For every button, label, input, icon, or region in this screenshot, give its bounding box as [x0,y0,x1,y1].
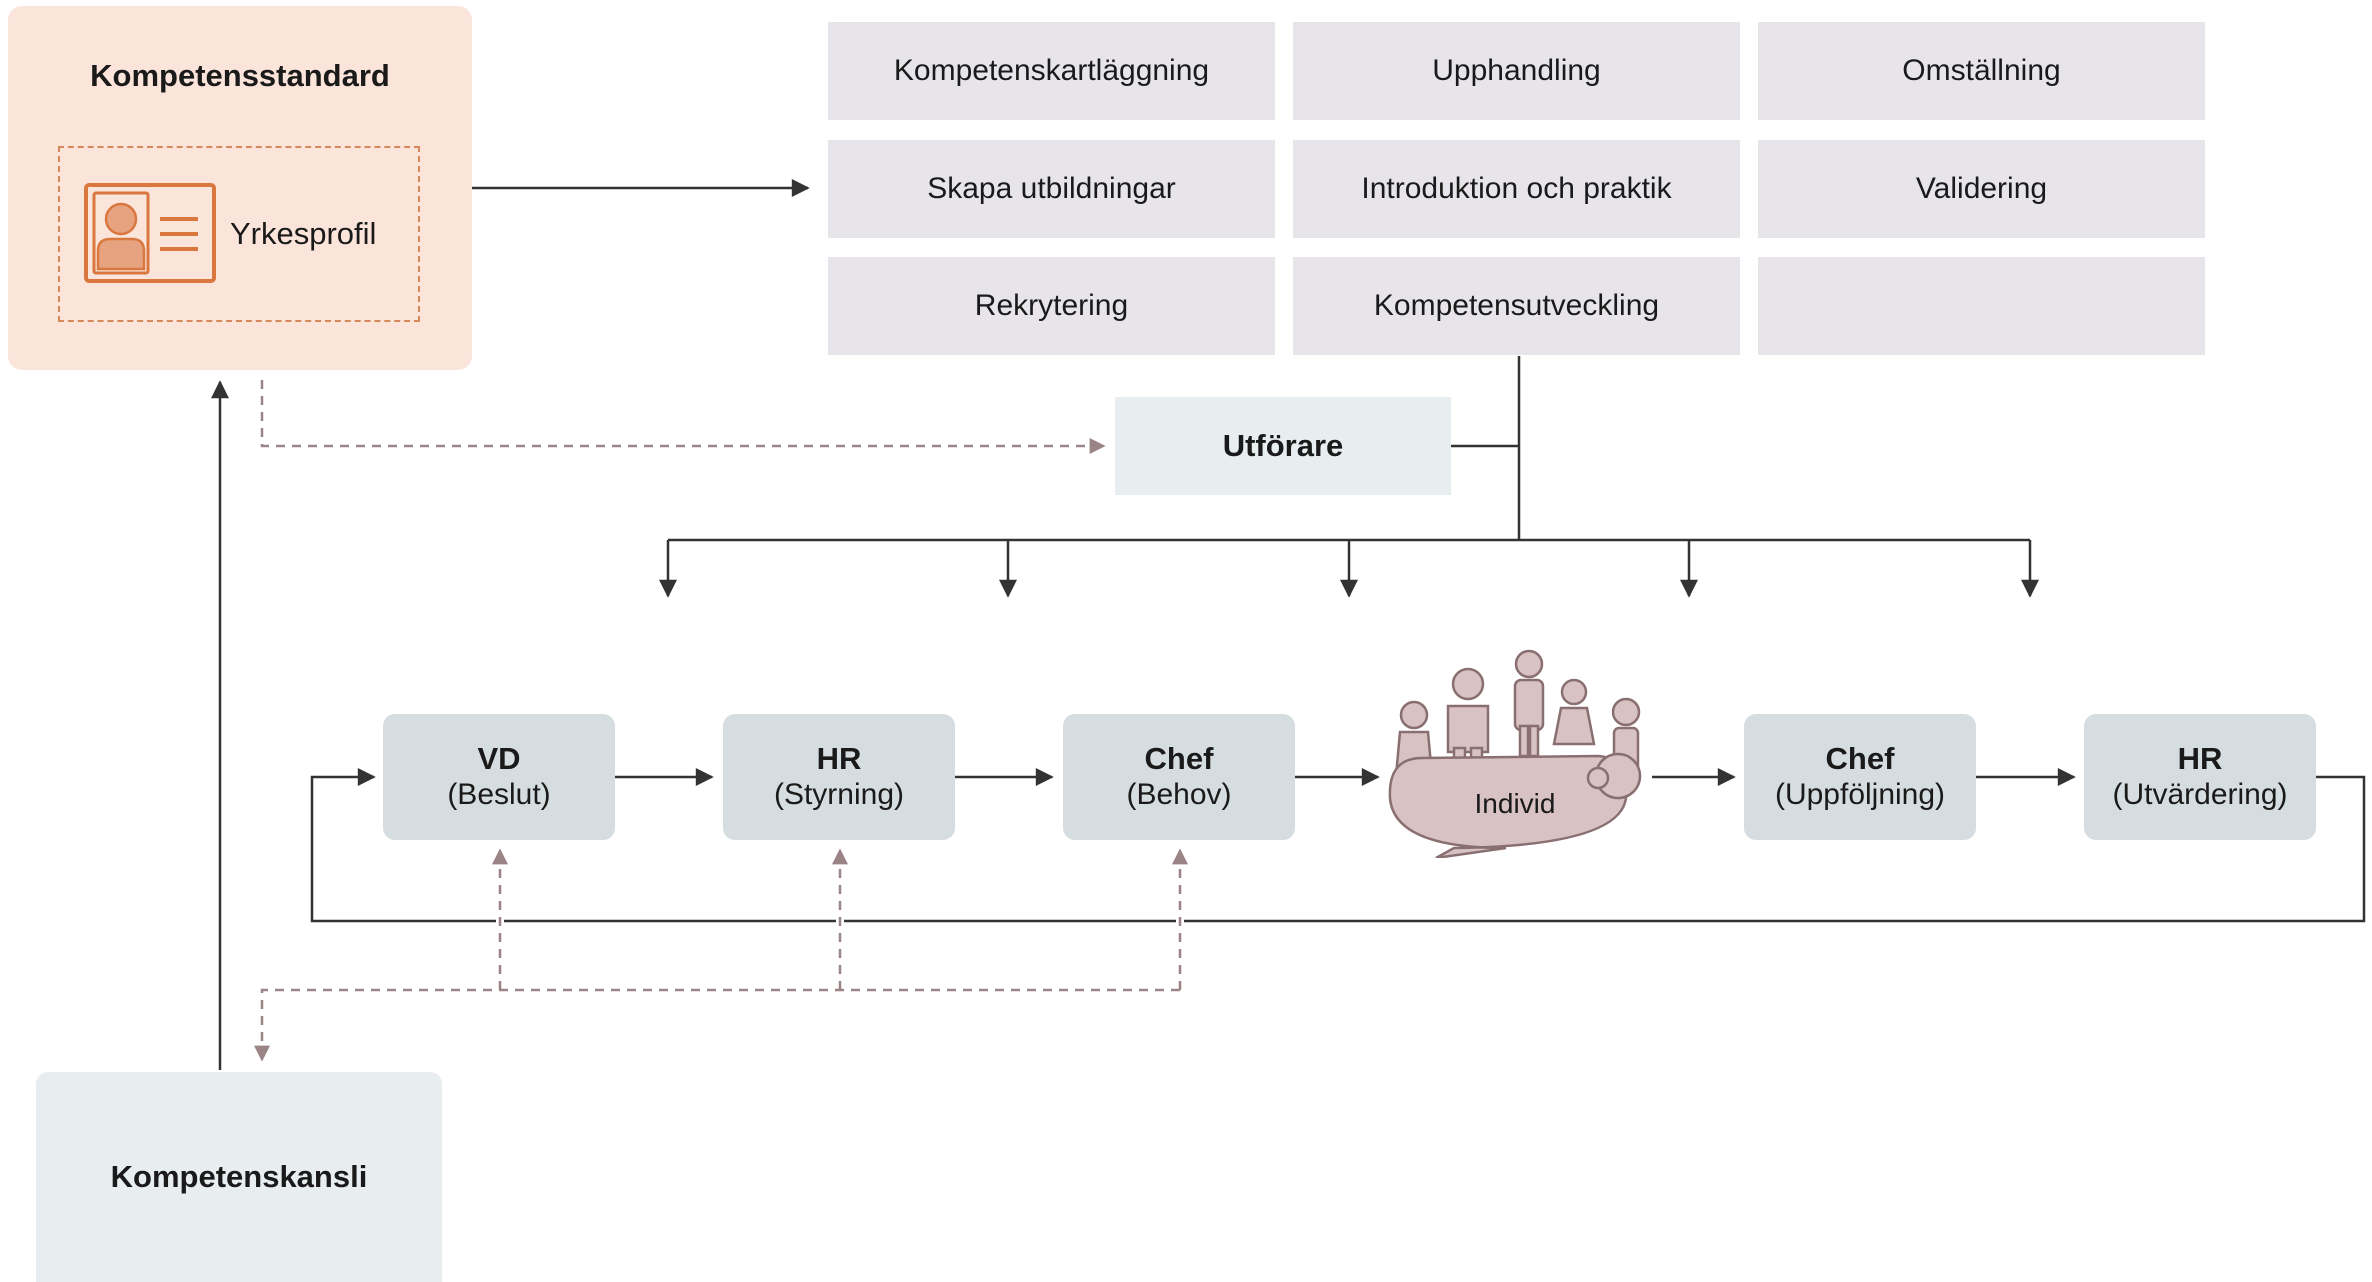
role-chef-uppfoljning-subtitle: (Uppföljning) [1774,778,1946,811]
dashed-feedback-network [254,988,1180,1062]
activity-rekrytering: Rekrytering [828,257,1275,355]
role-hr-styrning-title: HR [816,741,862,776]
role-chef-behov: Chef (Behov) [1063,714,1295,840]
role-hr-utvardering-title: HR [2177,741,2223,776]
utforare-box: Utförare [1115,397,1451,495]
individ-label: Individ [1474,788,1556,819]
activity-kompetenskartlaggning: Kompetenskartläggning [828,22,1275,120]
yrkesprofil-label: Yrkesprofil [230,216,377,251]
role-hr-styrning-subtitle: (Styrning) [773,778,905,811]
activity-upphandling: Upphandling [1293,22,1740,120]
profile-card-icon [84,183,216,283]
role-hr-utvardering: HR (Utvärdering) [2084,714,2316,840]
role-chef-uppfoljning-title: Chef [1825,741,1895,776]
role-chef-uppfoljning: Chef (Uppföljning) [1744,714,1976,840]
role-chef-behov-title: Chef [1144,741,1214,776]
individ-group-icon [1388,649,1642,858]
activity-kompetensutveckling: Kompetensutveckling [1293,257,1740,355]
activity-introduktion-och-praktik: Introduktion och praktik [1293,140,1740,238]
role-chef-behov-subtitle: (Behov) [1126,778,1232,811]
feedback-loop [310,768,2366,923]
role-vd: VD (Beslut) [383,714,615,840]
yrkesprofil-frame [58,146,420,322]
activity-skapa-utbildningar: Skapa utbildningar [828,140,1275,238]
kompetenskansli-box: Kompetenskansli [36,1072,442,1282]
role-vd-subtitle: (Beslut) [447,778,551,811]
role-vd-title: VD [477,741,521,776]
role-hr-styrning: HR (Styrning) [723,714,955,840]
dashed-standard-to-utforare [260,380,1106,454]
role-hr-utvardering-subtitle: (Utvärdering) [2112,778,2288,811]
activity-empty [1758,257,2205,355]
kompetensstandard-title: Kompetensstandard [90,58,390,93]
activity-validering: Validering [1758,140,2205,238]
activity-omstallning: Omställning [1758,22,2205,120]
